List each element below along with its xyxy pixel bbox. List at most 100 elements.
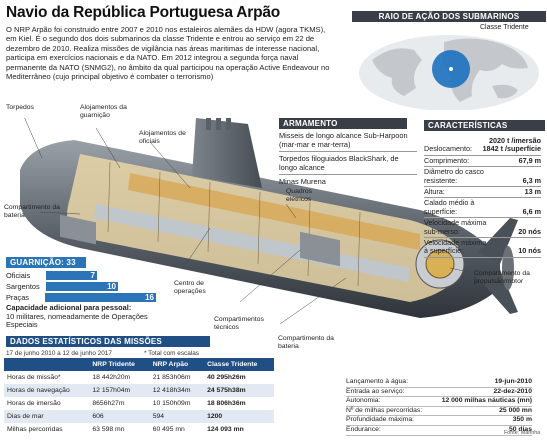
stats-cell: 18 442h20m <box>92 374 131 381</box>
caracteristica-row: Calado médio à superfície: 6,6 m <box>424 198 541 219</box>
stats-column-header: NRP Tridente <box>89 358 150 371</box>
range-class-label: Classe Tridente <box>480 24 529 31</box>
guarnicao-bar: 10 <box>46 282 118 291</box>
fact-row: Autonomia: 12 000 milhas náuticas (mn) <box>346 397 532 407</box>
fact-label: Autonomia: <box>346 397 381 405</box>
guarnicao-header: GUARNIÇÃO: 33 <box>6 257 86 268</box>
caracteristica-value: 20 nós <box>518 226 541 236</box>
fact-value: 12 000 milhas náuticas (mn) <box>441 397 532 405</box>
fact-row: Nº de milhas percorridas: 25 000 mn <box>346 407 532 417</box>
stats-cell: 606 <box>89 410 150 423</box>
caracteristica-value: 67,9 m <box>518 155 541 165</box>
caracteristicas-header: CARACTERÍSTICAS <box>424 120 545 131</box>
guarnicao-bar: 16 <box>44 293 156 302</box>
armamento-item: Torpedos filoguiados BlackShark, de long… <box>279 154 417 176</box>
armamento-list: Misseis de longo alcance Sub-Harpoon (ma… <box>279 131 417 192</box>
label-centro-operacoes: Centro de operações <box>174 280 206 295</box>
stats-cell: 12 418h34m <box>149 384 205 397</box>
range-header: RAIO DE AÇÃO DOS SUBMARINOS <box>352 11 546 22</box>
guarnicao-row: Sargentos 10 <box>6 281 156 292</box>
label-compartimentos-tecnicos: Compartimentos técnicos <box>214 316 264 331</box>
caracteristica-value: 6,3 m <box>522 175 541 185</box>
caracteristica-row: Diâmetro do casco resistente: 6,3 m <box>424 167 541 188</box>
stats-note: * Total com escalas <box>144 350 199 357</box>
armamento-item: Misseis de longo alcance Sub-Harpoon (ma… <box>279 131 417 153</box>
caracteristica-label: Velocidade máxima sub-merso: <box>424 218 487 236</box>
fact-label: Lançamento à água: <box>346 378 408 385</box>
stats-cell: 124 093 mn <box>207 426 244 433</box>
stats-cell: Milhas percorridas <box>7 426 63 433</box>
stats-cell: Horas de missão* <box>7 374 61 381</box>
fact-row: Entrada ao serviço: 22-dez-2010 <box>346 388 532 398</box>
label-alojamentos-oficiais: Alojamentos de oficiais <box>139 130 186 145</box>
fact-value: 22-dez-2010 <box>493 387 532 395</box>
caracteristica-value: 2020 t /imersão 1842 t /superfície <box>482 136 541 154</box>
stats-cell: 1200 <box>204 410 274 423</box>
page-title: Navio da República Portuguesa Arpão <box>6 4 281 21</box>
caracteristica-row: Comprimento:67,9 m <box>424 155 541 168</box>
caracteristica-label: Deslocamento: <box>424 144 472 154</box>
caracteristica-value: 10 nós <box>518 246 541 256</box>
stats-cell: 40 295h26m <box>207 374 246 381</box>
guarnicao-bar: 7 <box>46 271 97 280</box>
guarnicao-label: Oficiais <box>6 271 31 280</box>
caracteristica-row: Velocidade máxima à superfície: 10 nós <box>424 238 541 258</box>
stats-cell: 10 150h09m <box>152 400 191 407</box>
fact-row: Profundidade máxima:350 m <box>346 416 532 426</box>
table-row: Milhas percorridas 63 598 mn 60 495 mn 124 … <box>4 423 274 436</box>
stats-header: DADOS ESTATÍSTICOS DAS MISSÕES <box>6 336 210 347</box>
stats-cell: 24 575h38m <box>204 384 274 397</box>
source-note: Fonte: Marinha <box>504 430 541 436</box>
capacidade-title: Capacidade adicional para pessoal: <box>6 303 132 312</box>
table-row: Horas de missão* 18 442h20m 21 853h06m 40 2… <box>4 371 274 384</box>
stats-cell: 21 853h06m <box>152 374 191 381</box>
capacidade-block: Capacidade adicional para pessoal: 10 mi… <box>6 303 166 330</box>
fact-row: Endurance: 50 dias <box>346 426 532 436</box>
fact-value: 25 000 mn <box>499 406 532 414</box>
submarine-cutaway <box>20 118 518 325</box>
capacidade-text: 10 militares, nomeadamente de Operações … <box>6 311 148 330</box>
fact-row: Lançamento à água: 19-jun-2010 <box>346 378 532 388</box>
stats-period: 17 de junho 2010 a 12 de junho 2017 <box>6 350 112 357</box>
caracteristica-label: Velocidade máxima à superfície: <box>424 238 487 256</box>
label-compartimento-bateria-1: Compartimento da bateria <box>4 204 60 219</box>
caracteristica-value: 6,6 m <box>522 206 541 216</box>
caracteristica-label: Diâmetro do casco resistente: <box>424 167 484 185</box>
fact-value: 50 dias <box>508 425 532 433</box>
label-alojamentos-guarnicao: Alojamentos da guarnição <box>80 104 127 119</box>
armamento-header: ARMAMENTO <box>279 118 407 129</box>
fact-label: Entrada ao serviço: <box>346 387 405 395</box>
label-quadros-eletricos: Quadros elétricos <box>286 188 313 203</box>
caracteristica-label: Calado médio à superfície: <box>424 198 475 216</box>
stats-cell: Dias de mar <box>4 410 90 423</box>
caracteristica-label: Altura: <box>424 187 445 197</box>
label-compartimento-propulsao: Compartimento da propulsão/motor <box>474 270 530 285</box>
stats-cell: 8656h27m <box>92 400 125 407</box>
guarnicao-row: Oficiais 7 <box>6 270 156 281</box>
stats-cell: 60 495 mn <box>152 426 185 433</box>
fact-value: 350 m <box>512 416 532 424</box>
armamento-item: Minas Murena <box>279 177 326 187</box>
stats-column-header <box>4 358 90 371</box>
guarnicao-label: Praças <box>6 293 30 302</box>
caracteristica-value: 13 m <box>524 187 541 197</box>
fact-value: 19-jun-2010 <box>494 378 532 385</box>
fact-label: Nº de milhas percorridas: <box>346 406 423 414</box>
caracteristica-row: Velocidade máxima sub-merso: 20 nós <box>424 218 541 239</box>
stats-cell: 12 157h04m <box>89 384 150 397</box>
range-globe-map <box>359 35 539 110</box>
fact-label: Endurance: <box>346 425 381 433</box>
stats-cell: 594 <box>149 410 205 423</box>
stats-cell: Horas de imersão <box>7 400 61 407</box>
label-torpedos: Torpedos <box>6 104 34 111</box>
stats-cell: 63 598 mn <box>92 426 125 433</box>
intro-text: O NRP Arpão foi construido entre 2007 e … <box>6 25 330 82</box>
guarnicao-label: Sargentos <box>6 282 40 291</box>
stats-cell: Horas de navegação <box>4 384 90 397</box>
